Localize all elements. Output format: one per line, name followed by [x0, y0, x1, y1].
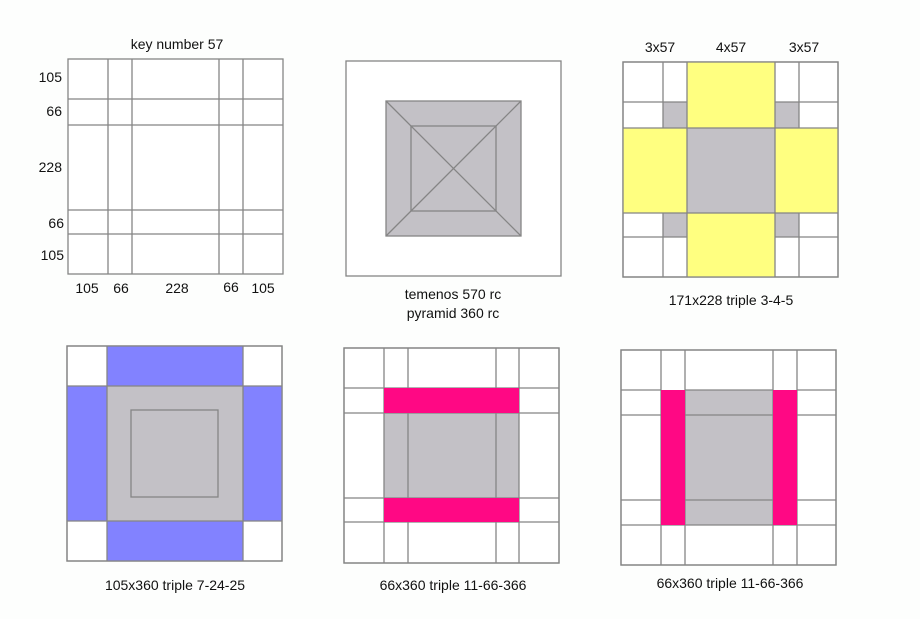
pink-bar-bottom [384, 498, 519, 522]
panel-triple-7-24-25: 105x360 triple 7-24-25 [66, 345, 283, 593]
bottom-label: 105 [251, 280, 275, 296]
panel-triple-3-4-5: 3x57 4x57 3x57 171x228 triple 3-4-5 [622, 39, 839, 308]
gray-center [107, 386, 243, 521]
gray-corner [663, 213, 687, 237]
caption-temenos: temenos 570 rc [405, 286, 502, 302]
grid-lines [68, 59, 283, 274]
gray-corner [663, 102, 687, 128]
bottom-label: 105 [75, 280, 99, 296]
yellow-top [687, 62, 775, 128]
bottom-label: 66 [223, 279, 239, 295]
grid-outline [67, 58, 284, 275]
left-label: 105 [39, 69, 63, 85]
yellow-bottom [687, 213, 775, 277]
yellow-left [623, 128, 687, 213]
outline [620, 349, 837, 566]
panel-temenos-pyramid: temenos 570 rc pyramid 360 rc [345, 60, 562, 321]
pink-bar-top [384, 388, 519, 413]
caption: 105x360 triple 7-24-25 [105, 577, 245, 593]
caption: 66x360 triple 11-66-366 [380, 577, 527, 593]
panel-key-number-grid: key number 57 105 66 228 66 105 105 66 2… [39, 36, 284, 296]
gray-corner [775, 213, 799, 237]
caption: 66x360 triple 11-66-366 [657, 575, 804, 591]
blue-top [107, 346, 243, 386]
panel1-title: key number 57 [131, 36, 224, 52]
blue-bottom [107, 521, 243, 561]
blue-right [243, 386, 282, 521]
gray-center [687, 128, 775, 213]
top-label: 3x57 [789, 39, 820, 55]
left-label: 105 [41, 247, 65, 263]
yellow-right [775, 128, 838, 213]
caption-pyramid: pyramid 360 rc [407, 305, 500, 321]
bottom-label: 228 [165, 280, 189, 296]
gray-corner [775, 102, 799, 128]
top-label: 3x57 [645, 39, 676, 55]
panel-triple-11-66-366-vertical: 66x360 triple 11-66-366 [620, 349, 837, 591]
grid-lines [623, 62, 838, 277]
pink-bar-left [661, 390, 685, 525]
inner-square [130, 409, 219, 498]
pink-bar-right [773, 390, 797, 525]
pyramid-diagonals [385, 100, 522, 237]
left-label: 66 [46, 103, 62, 119]
gray-center [685, 390, 773, 525]
grid-lines [67, 346, 282, 561]
pyramid-top [410, 125, 497, 212]
caption: 171x228 triple 3-4-5 [669, 292, 794, 308]
left-label: 228 [39, 159, 63, 175]
outline [343, 347, 560, 564]
outline [66, 345, 283, 562]
outline [622, 61, 839, 278]
left-label: 66 [48, 215, 64, 231]
bottom-label: 66 [113, 280, 129, 296]
top-label: 4x57 [716, 39, 747, 55]
blue-left [67, 386, 107, 521]
gray-center [384, 413, 519, 498]
panel-triple-11-66-366-horizontal: 66x360 triple 11-66-366 [343, 347, 560, 593]
